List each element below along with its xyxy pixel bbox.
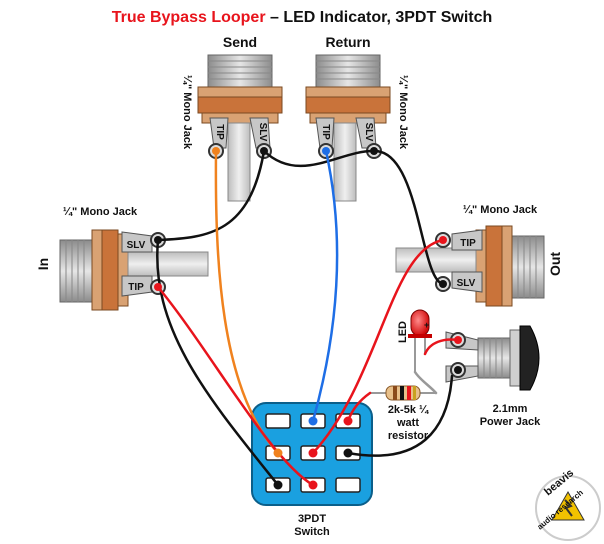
return-tip-label: TIP (320, 124, 331, 140)
resistor-label-line1: 2k-5k ¼ (388, 404, 429, 416)
switch-label-line2: Switch (294, 526, 330, 538)
wire-in-sleeve-to-switch (156, 238, 280, 487)
wire-end-dots (154, 147, 462, 490)
send-label: Send (223, 34, 257, 50)
send-jack: Send TIP SLV ¼" Mono Jack (181, 34, 283, 202)
wire-out-tip-to-switch (311, 238, 445, 455)
input-jack: ¼" Mono Jack In SLV TIP (35, 206, 209, 311)
led-plus-label: + (424, 320, 429, 330)
wire-switch-to-power-jack (346, 374, 454, 457)
return-jack: Return TIP SLV ¼" Mono Jack (305, 34, 409, 202)
send-type-label: ¼" Mono Jack (181, 75, 193, 150)
led: LED + (397, 309, 432, 372)
output-type-label: ¼" Mono Jack (463, 204, 538, 216)
return-type-label: ¼" Mono Jack (397, 75, 409, 150)
input-sleeve-label: SLV (127, 240, 146, 251)
resistor-label-line2: watt (396, 417, 419, 429)
resistor: 2k-5k ¼ watt resistor (370, 385, 436, 442)
wire-in-tip-to-switch (156, 285, 315, 487)
power-jack-label-line2: Power Jack (480, 416, 541, 428)
power-jack-label-line1: 2.1mm (493, 403, 528, 415)
beavis-audio-research-logo: beavis audio research (535, 467, 601, 541)
input-type-label: ¼" Mono Jack (63, 206, 138, 218)
wire-send-sleeve-to-return-sleeve (262, 149, 376, 168)
wire-led-to-resistor (413, 370, 438, 395)
wire-return-tip-to-switch (311, 149, 339, 423)
send-tip-label: TIP (214, 124, 225, 140)
input-label: In (35, 258, 51, 270)
switch-label-line1: 3PDT (298, 513, 326, 525)
led-label: LED (397, 321, 409, 343)
input-tip-label: TIP (128, 282, 144, 293)
resistor-label-line3: resistor (388, 430, 429, 442)
output-label: Out (547, 252, 563, 276)
return-label: Return (325, 34, 370, 50)
wire-return-sleeve-to-out-sleeve (372, 149, 445, 286)
output-tip-label: TIP (460, 238, 476, 249)
send-sleeve-label: SLV (257, 123, 268, 142)
return-sleeve-label: SLV (363, 123, 374, 142)
wires (156, 149, 460, 487)
diagram-title: True Bypass Looper – LED Indicator, 3PDT… (112, 9, 493, 26)
power-jack: 2.1mm Power Jack (445, 325, 541, 428)
wire-in-sleeve-to-send-sleeve (156, 149, 266, 242)
output-sleeve-label: SLV (457, 278, 476, 289)
output-jack: ¼" Mono Jack Out TIP SLV (395, 204, 563, 307)
title-highlight: True Bypass Looper (112, 9, 266, 26)
title-rest: – LED Indicator, 3PDT Switch (266, 9, 493, 26)
